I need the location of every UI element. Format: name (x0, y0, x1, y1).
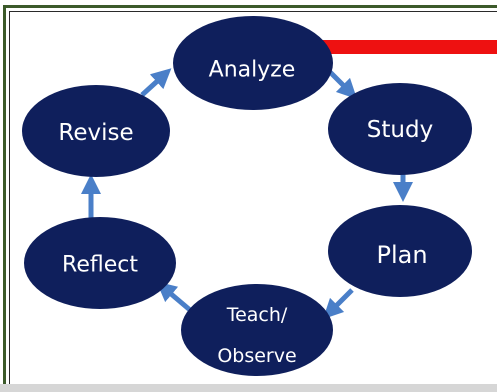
arrow-revise-to-analyze (140, 68, 172, 97)
arrow-teach-to-reflect (156, 281, 192, 312)
node-plan: Plan (328, 205, 472, 297)
node-label-plan: Plan (376, 241, 427, 269)
accent-bar (320, 40, 497, 54)
node-study: Study (328, 83, 472, 175)
node-reflect: Reflect (24, 217, 176, 309)
node-label-reflect: Reflect (62, 253, 138, 278)
node-label-teach-line2: Observe (217, 345, 296, 367)
node-label-analyze: Analyze (209, 58, 296, 83)
arrow-plan-to-teach (322, 288, 354, 320)
node-analyze: Analyze (173, 16, 333, 110)
node-label-revise: Revise (58, 120, 133, 146)
bottom-strip (0, 384, 497, 392)
node-revise: Revise (22, 85, 170, 177)
frame-border-outer (3, 5, 497, 392)
frame-border-inner (9, 11, 497, 392)
node-label-study: Study (367, 117, 433, 143)
node-teach-observe: Teach/ Observe (181, 284, 333, 376)
arrow-analyze-to-study (328, 70, 358, 100)
node-label-teach-line1: Teach/ (226, 304, 288, 326)
